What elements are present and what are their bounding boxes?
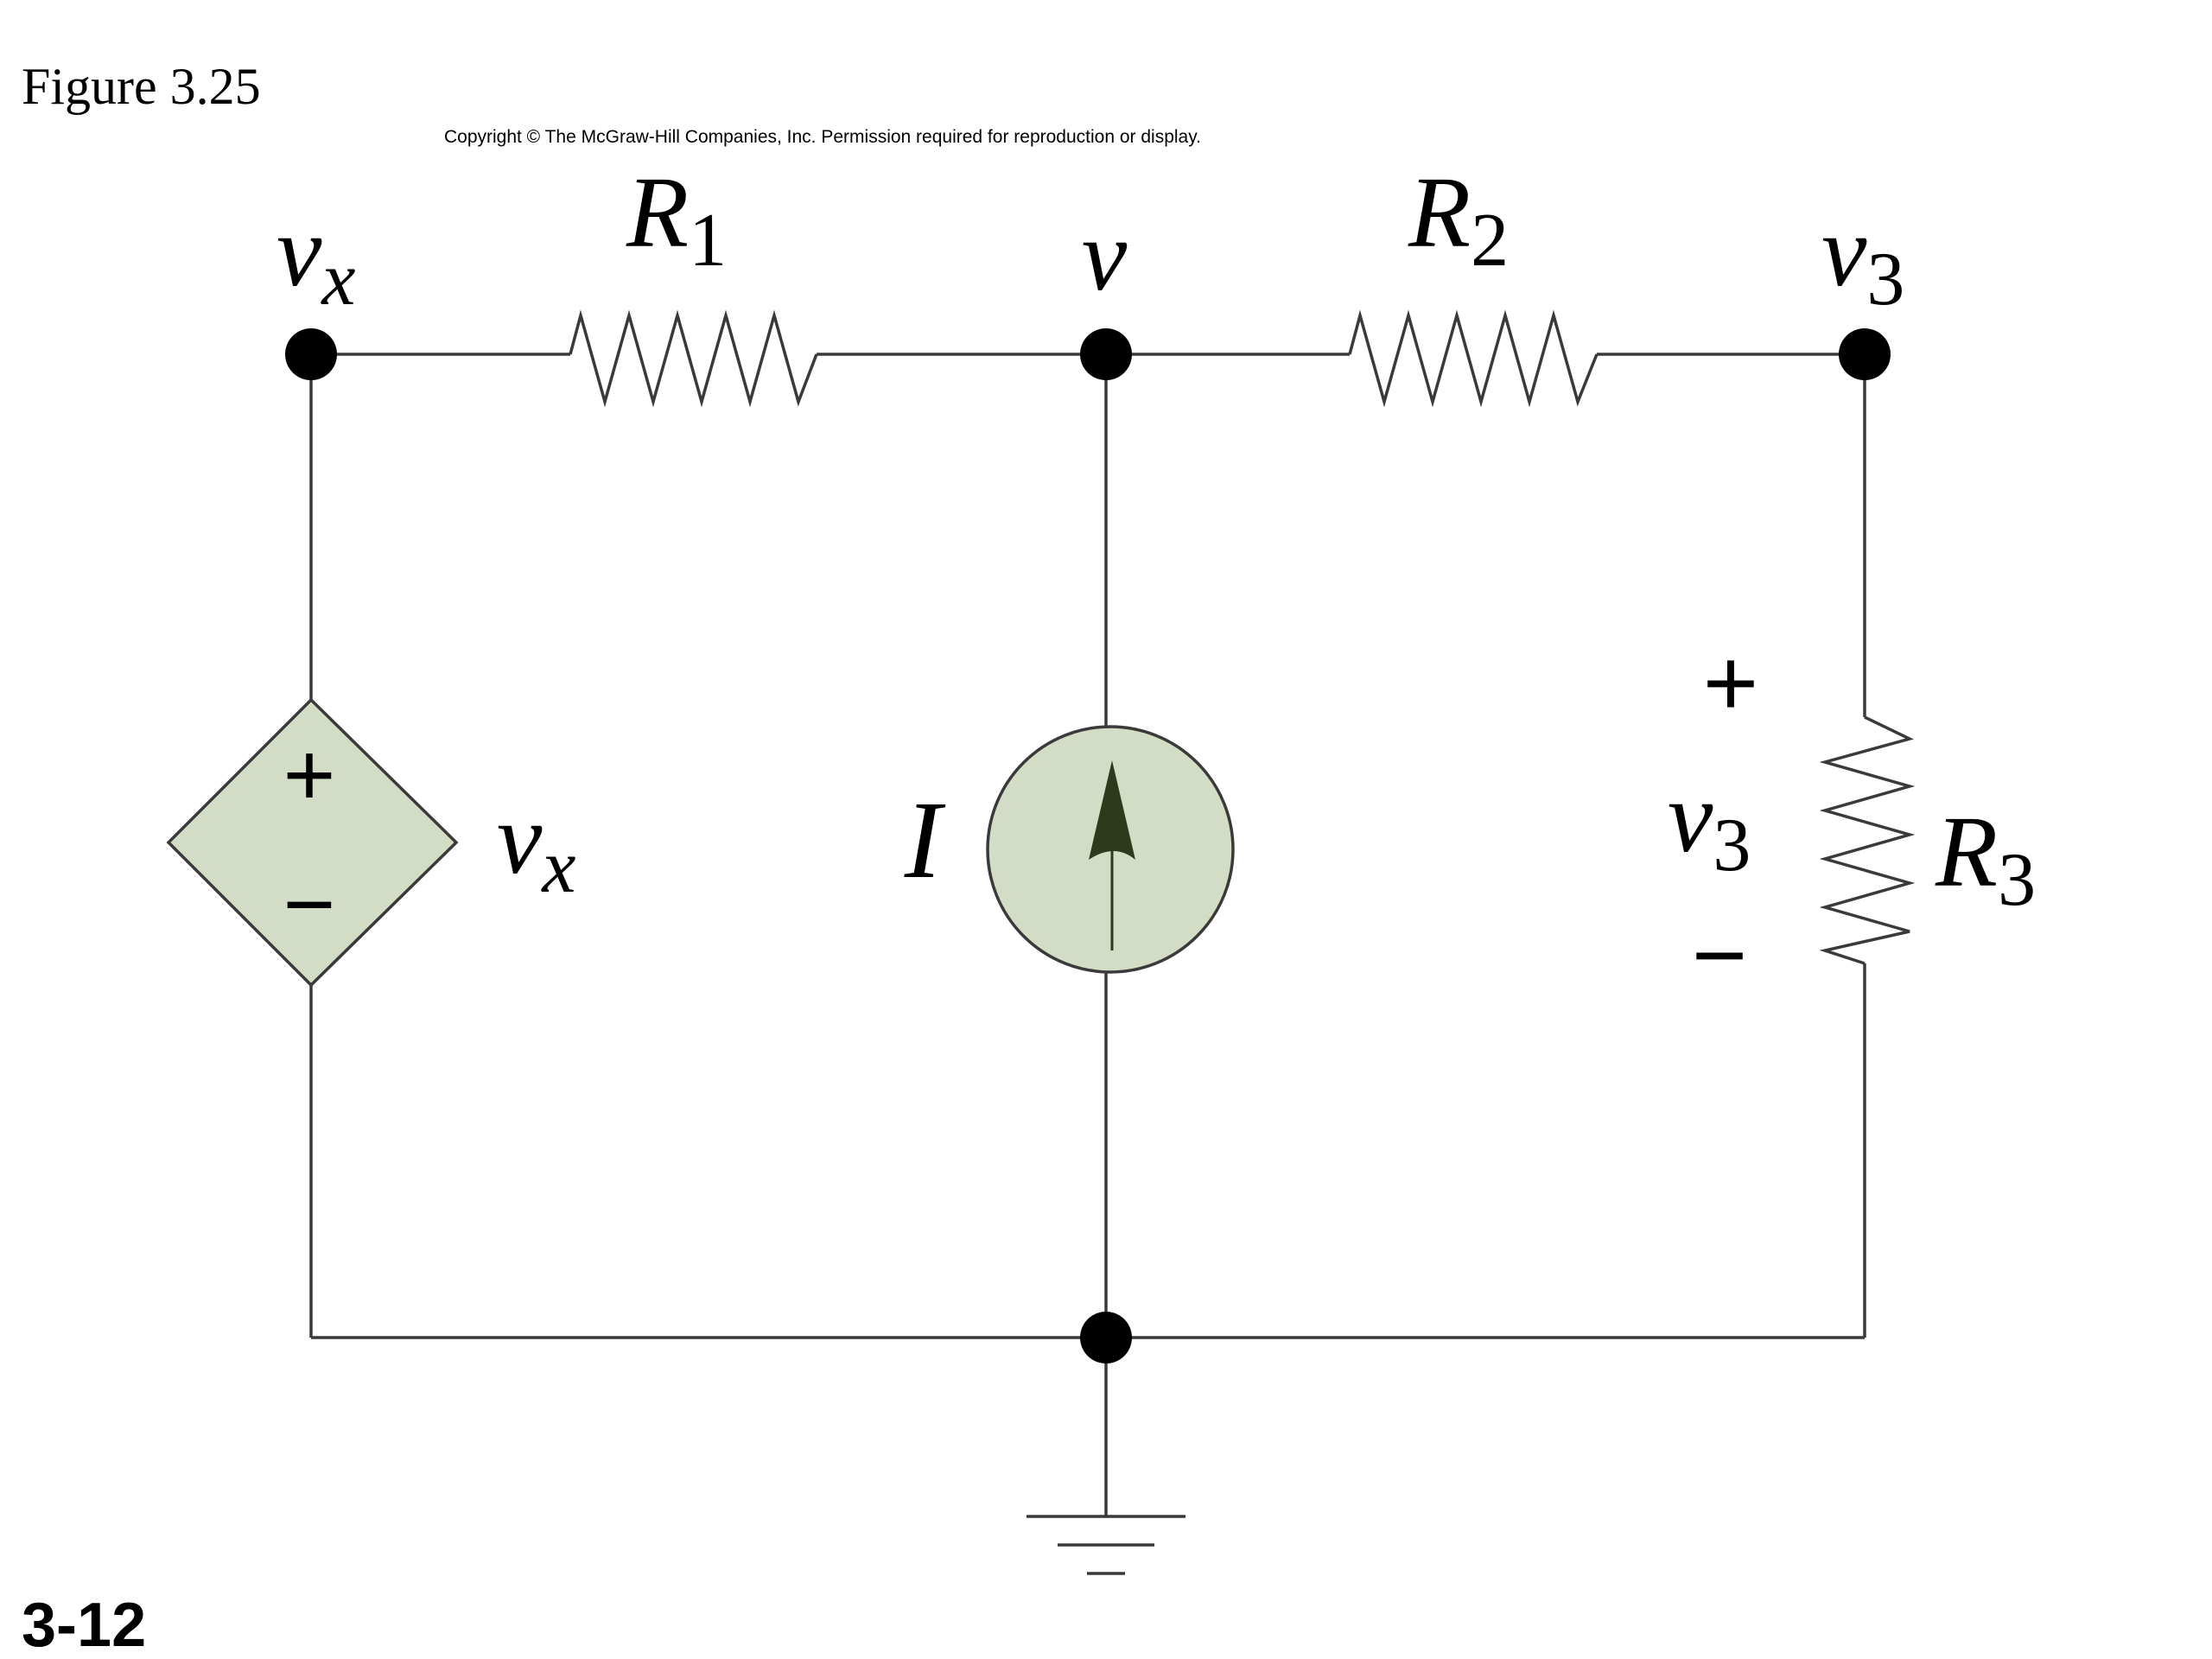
r3-voltage-label: v3	[1668, 760, 1751, 887]
r3-voltage-plus: +	[1703, 630, 1758, 736]
resistor-label-r2: R2	[1408, 156, 1509, 283]
current-source-label: I	[904, 779, 946, 901]
resistor-r1	[569, 309, 818, 408]
node-v3-dot	[1839, 328, 1891, 380]
node-label-vx: vx	[276, 194, 355, 321]
figure-label: Figure 3.25	[22, 58, 261, 115]
node-ground-dot	[1080, 1312, 1132, 1363]
node-vx-dot	[285, 328, 337, 380]
node-v-dot	[1080, 328, 1132, 380]
node-label-v: v	[1082, 199, 1128, 312]
resistor-label-r1: R1	[626, 156, 727, 283]
ground-icon	[1027, 1515, 1185, 1575]
dependent-source-label: vx	[497, 782, 575, 909]
nodes	[285, 328, 1891, 1363]
node-label-v3: v3	[1821, 194, 1904, 321]
copyright-notice: Copyright © The McGraw-Hill Companies, I…	[444, 127, 1201, 147]
resistor-r2	[1348, 309, 1599, 408]
dependent-source-minus: −	[283, 855, 336, 955]
arrow-up-icon	[1089, 760, 1135, 860]
resistor-label-r3: R3	[1935, 795, 2036, 922]
dependent-source-plus: +	[283, 725, 336, 825]
r3-voltage-minus: −	[1692, 902, 1747, 1008]
resistor-r3	[1819, 715, 1916, 965]
slide-number: 3-12	[22, 1591, 146, 1659]
wires	[309, 353, 1866, 1516]
dependent-voltage-source	[166, 697, 459, 988]
